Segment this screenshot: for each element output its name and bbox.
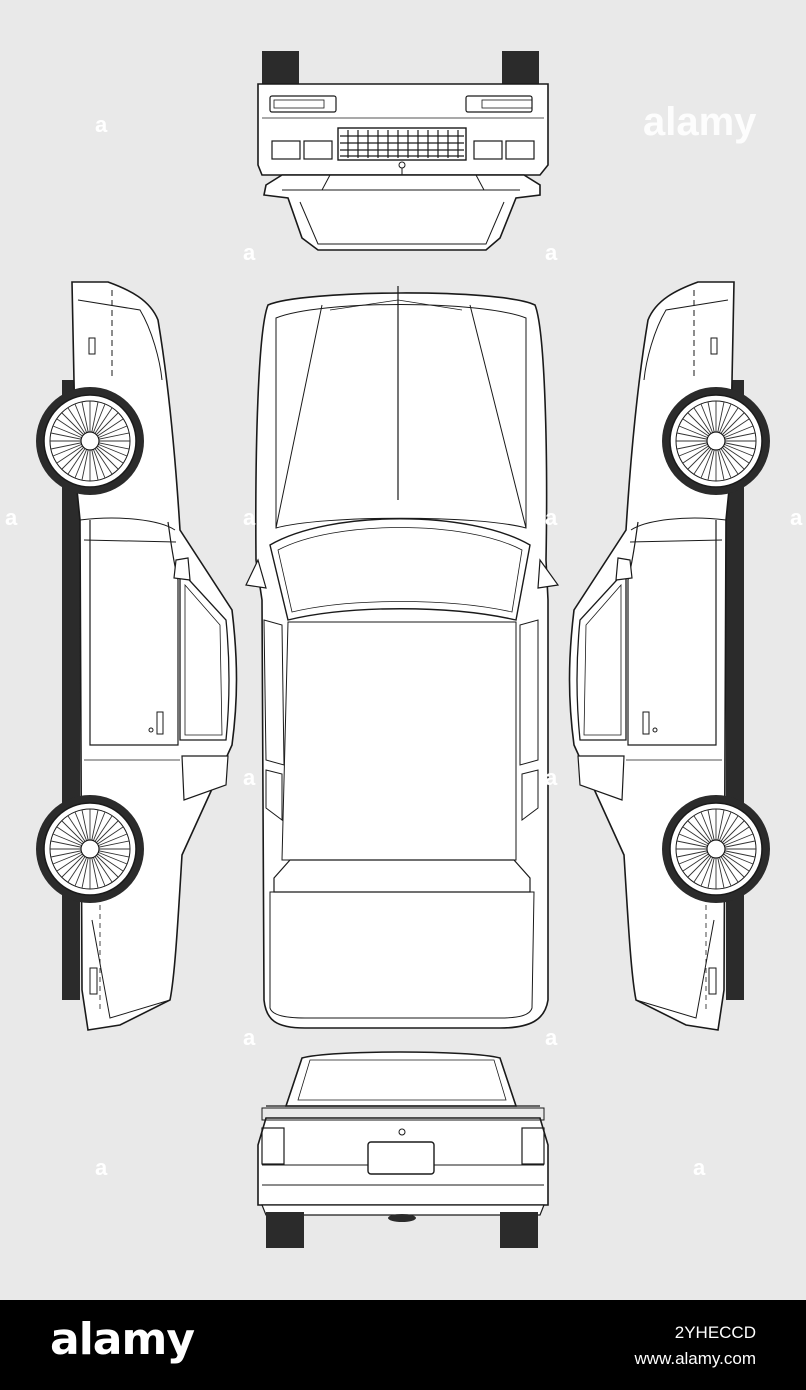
watermark-mark: a xyxy=(243,765,256,790)
right-side-view xyxy=(570,282,771,1030)
rear-view xyxy=(257,1051,549,1248)
watermark-mark: a xyxy=(95,1155,108,1180)
watermark-mark: a xyxy=(545,505,558,530)
watermark-mark: a xyxy=(5,505,18,530)
site-url[interactable]: www.alamy.com xyxy=(634,1349,756,1368)
footer-info: 2YHECCD www.alamy.com xyxy=(634,1320,756,1372)
left-side-view xyxy=(36,282,237,1030)
car-blueprint-svg xyxy=(0,51,806,1248)
footer-logo[interactable]: alamy xyxy=(50,1314,195,1365)
watermark-mark: a xyxy=(95,112,108,137)
watermark-logo: alamy xyxy=(643,100,757,144)
watermark-mark: a xyxy=(545,765,558,790)
footer-bar: alamy 2YHECCD www.alamy.com xyxy=(0,1300,806,1390)
front-view xyxy=(257,51,549,251)
watermark-mark: a xyxy=(790,505,803,530)
watermark-mark: a xyxy=(545,240,558,265)
watermark-mark: a xyxy=(243,240,256,265)
watermark-mark: a xyxy=(243,1025,256,1050)
image-id: 2YHECCD xyxy=(674,1323,756,1342)
watermark-mark: a xyxy=(243,505,256,530)
top-view xyxy=(245,286,560,1029)
watermark-mark: a xyxy=(693,1155,706,1180)
blueprint-canvas xyxy=(0,51,806,1248)
watermark-mark: a xyxy=(545,1025,558,1050)
